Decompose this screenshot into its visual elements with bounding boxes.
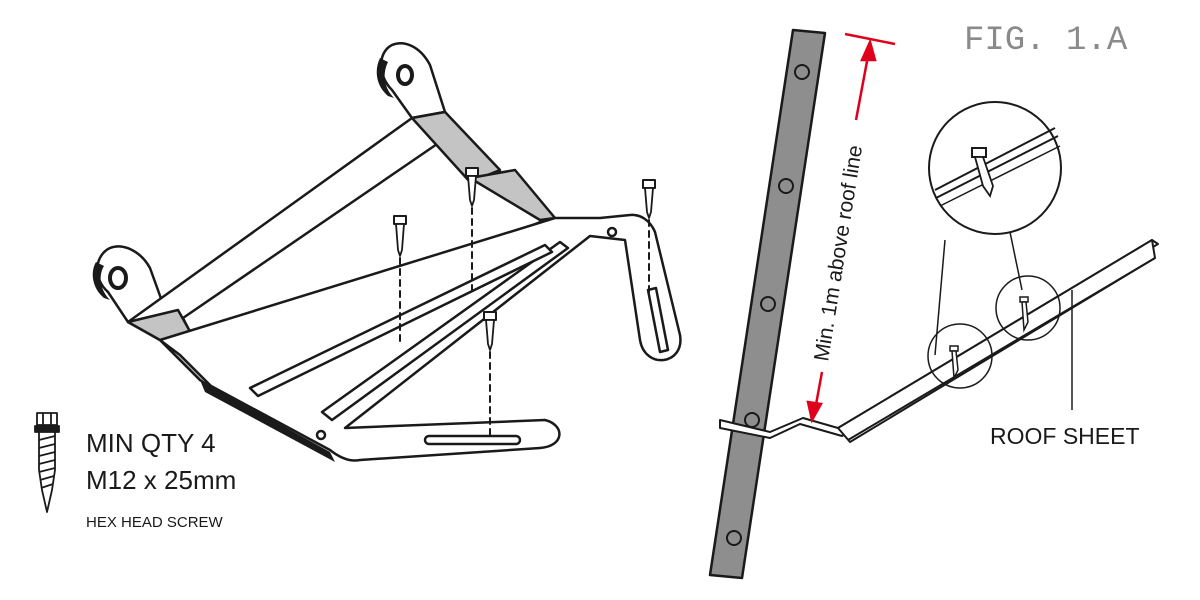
detail-callouts	[927, 207, 1073, 410]
hex-head-screw-icon	[34, 412, 60, 513]
fastener-quantity: MIN QTY 4	[86, 428, 216, 458]
right-mounting-ear	[376, 42, 447, 120]
pole-holes	[726, 64, 810, 546]
screw-2	[465, 167, 479, 291]
screw-4	[483, 311, 497, 439]
fastener-size: M12 x 25mm	[86, 465, 236, 495]
mounting-pole	[708, 28, 827, 580]
fastener-type: HEX HEAD SCREW	[86, 514, 224, 531]
screw-3	[642, 179, 656, 296]
bracket-base-plate	[158, 213, 682, 462]
roof-sheet-label: ROOF SHEET	[990, 423, 1140, 449]
left-mounting-ear	[92, 245, 170, 324]
figure-label: FIG. 1.A	[964, 22, 1128, 60]
height-dimension	[806, 32, 896, 424]
height-note: Min. 1m above roof line	[810, 144, 867, 363]
magnified-screw-detail	[928, 101, 1062, 235]
roof-sheet	[719, 239, 1159, 443]
screw-1	[393, 215, 407, 346]
mounting-bracket	[92, 42, 682, 462]
